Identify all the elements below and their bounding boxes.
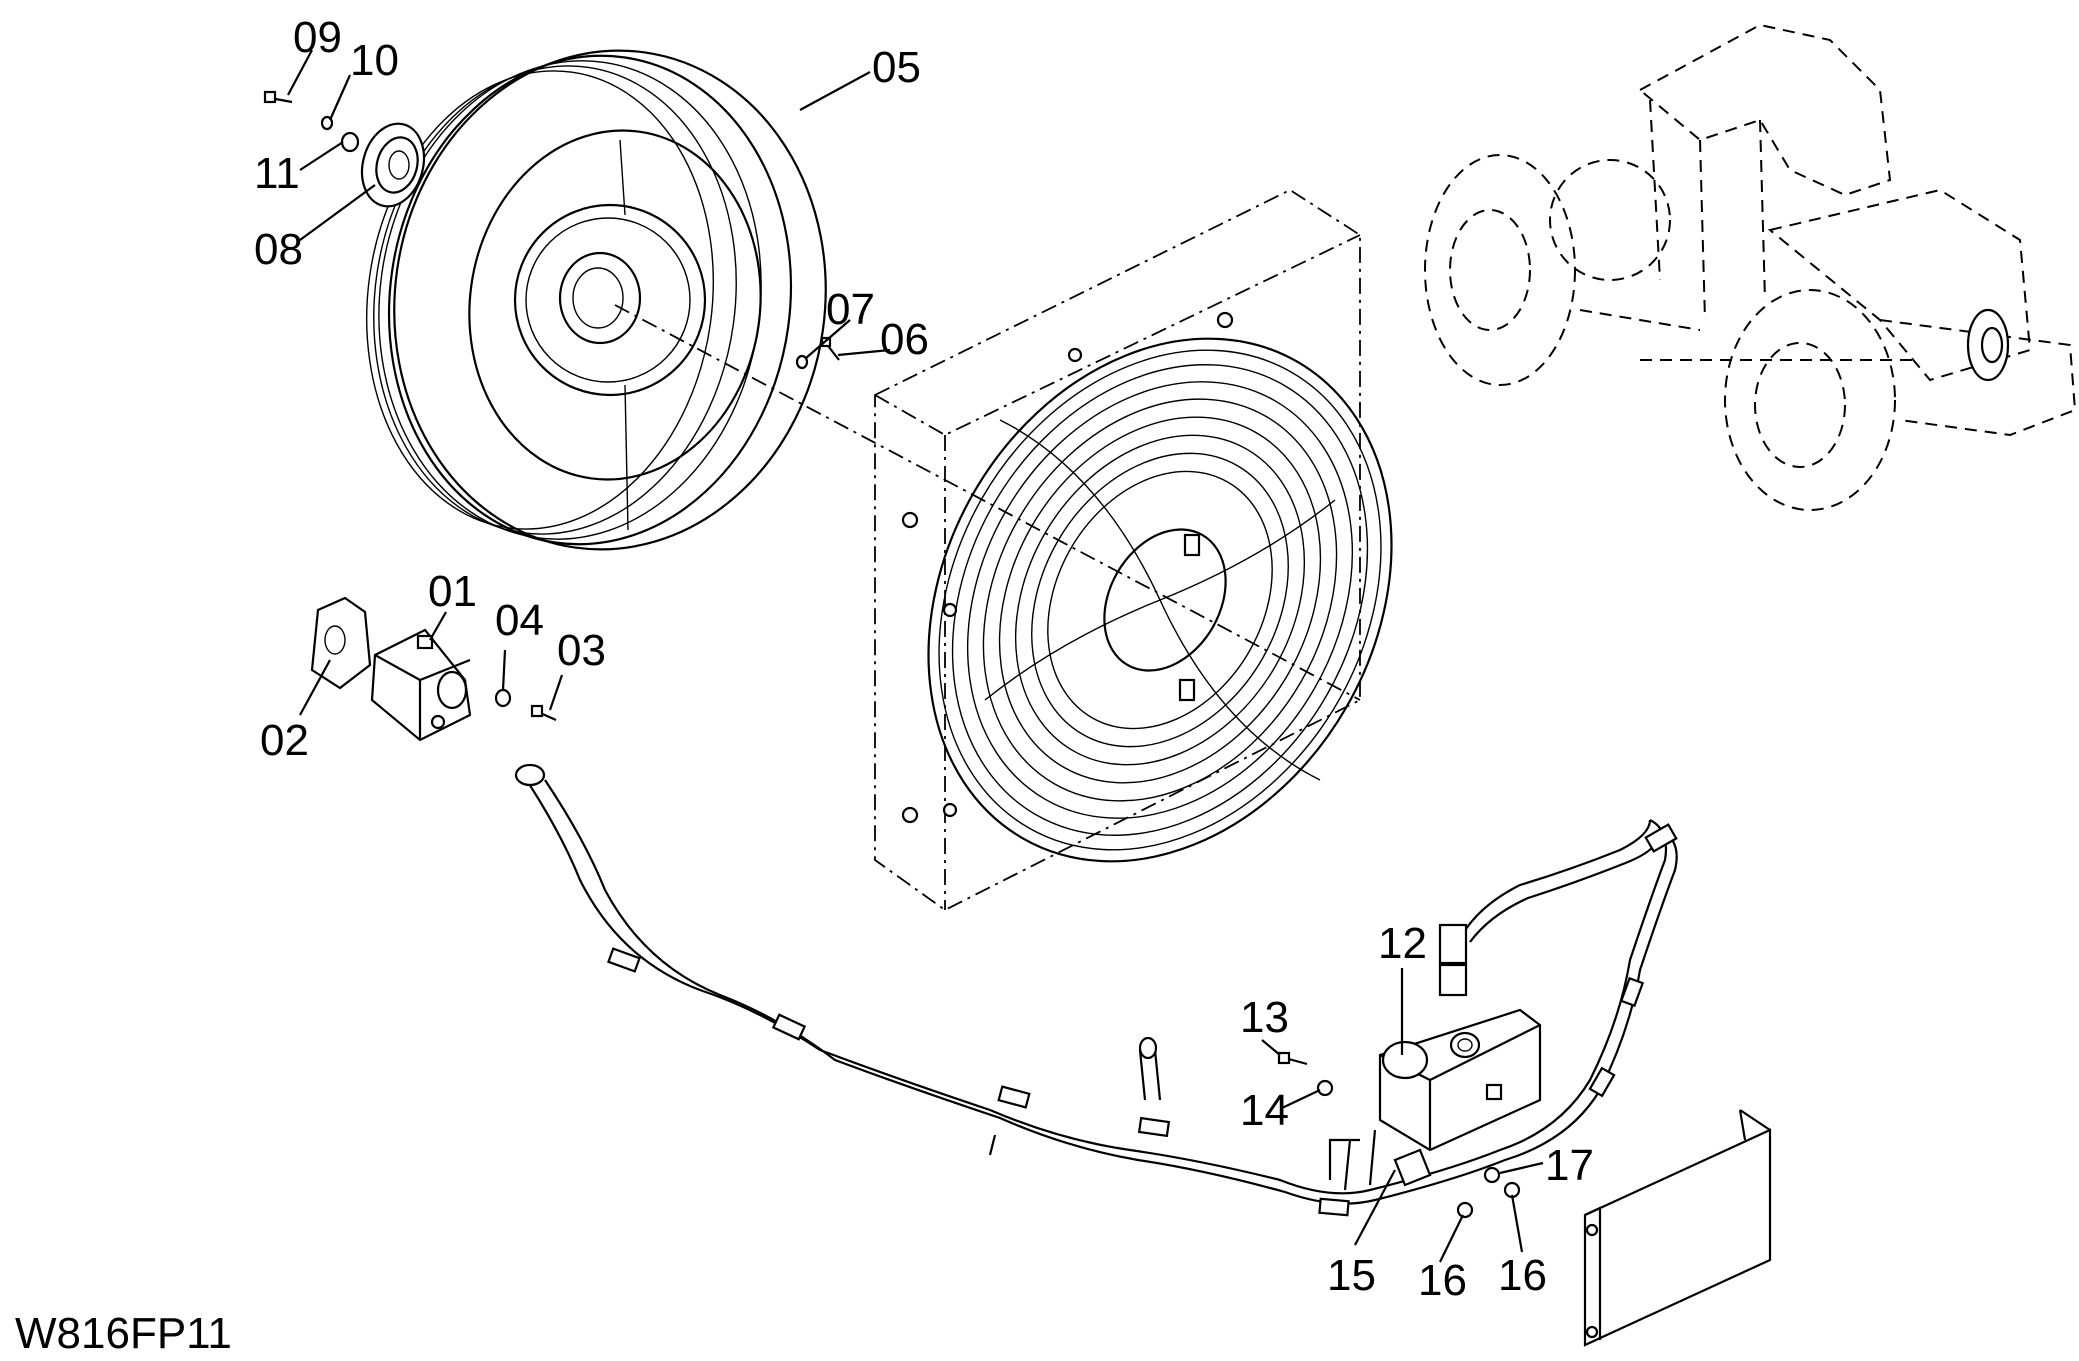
callout-15: 15 [1327,1251,1376,1300]
callout-16-left: 16 [1418,1256,1467,1305]
callout-04: 04 [495,596,544,645]
callout-03: 03 [557,626,606,675]
motor-fasteners [494,688,557,722]
callout-08: 08 [254,225,303,274]
hub-plate [360,122,426,208]
drawing-code: W816FP11 [15,1309,232,1358]
callout-13: 13 [1240,993,1289,1042]
callout-06: 06 [880,315,929,364]
valve-fasteners [1277,1051,1521,1219]
valve-block [1343,1008,1542,1191]
callout-14: 14 [1240,1086,1289,1135]
callout-11: 11 [254,149,300,198]
callout-01: 01 [428,567,477,616]
callout-02: 02 [260,716,309,765]
callout-17: 17 [1545,1141,1594,1190]
fan-wheel [365,49,827,551]
callout-05: 05 [872,43,921,92]
callout-09: 09 [293,13,342,62]
fan-guard-grille [927,337,1393,863]
leader-lines [287,49,1544,1263]
callout-12: 12 [1378,919,1427,968]
machine-locator-view [1424,23,2077,511]
mounting-bracket [1583,1109,1772,1347]
callout-labels: 05 09 10 11 08 07 06 01 04 03 02 12 13 1… [254,13,1594,1305]
callout-16-right: 16 [1498,1251,1547,1300]
hydraulic-motor [310,596,472,742]
callout-07: 07 [826,285,875,334]
callout-10: 10 [350,36,399,85]
fan-guard-frame [874,188,1361,912]
